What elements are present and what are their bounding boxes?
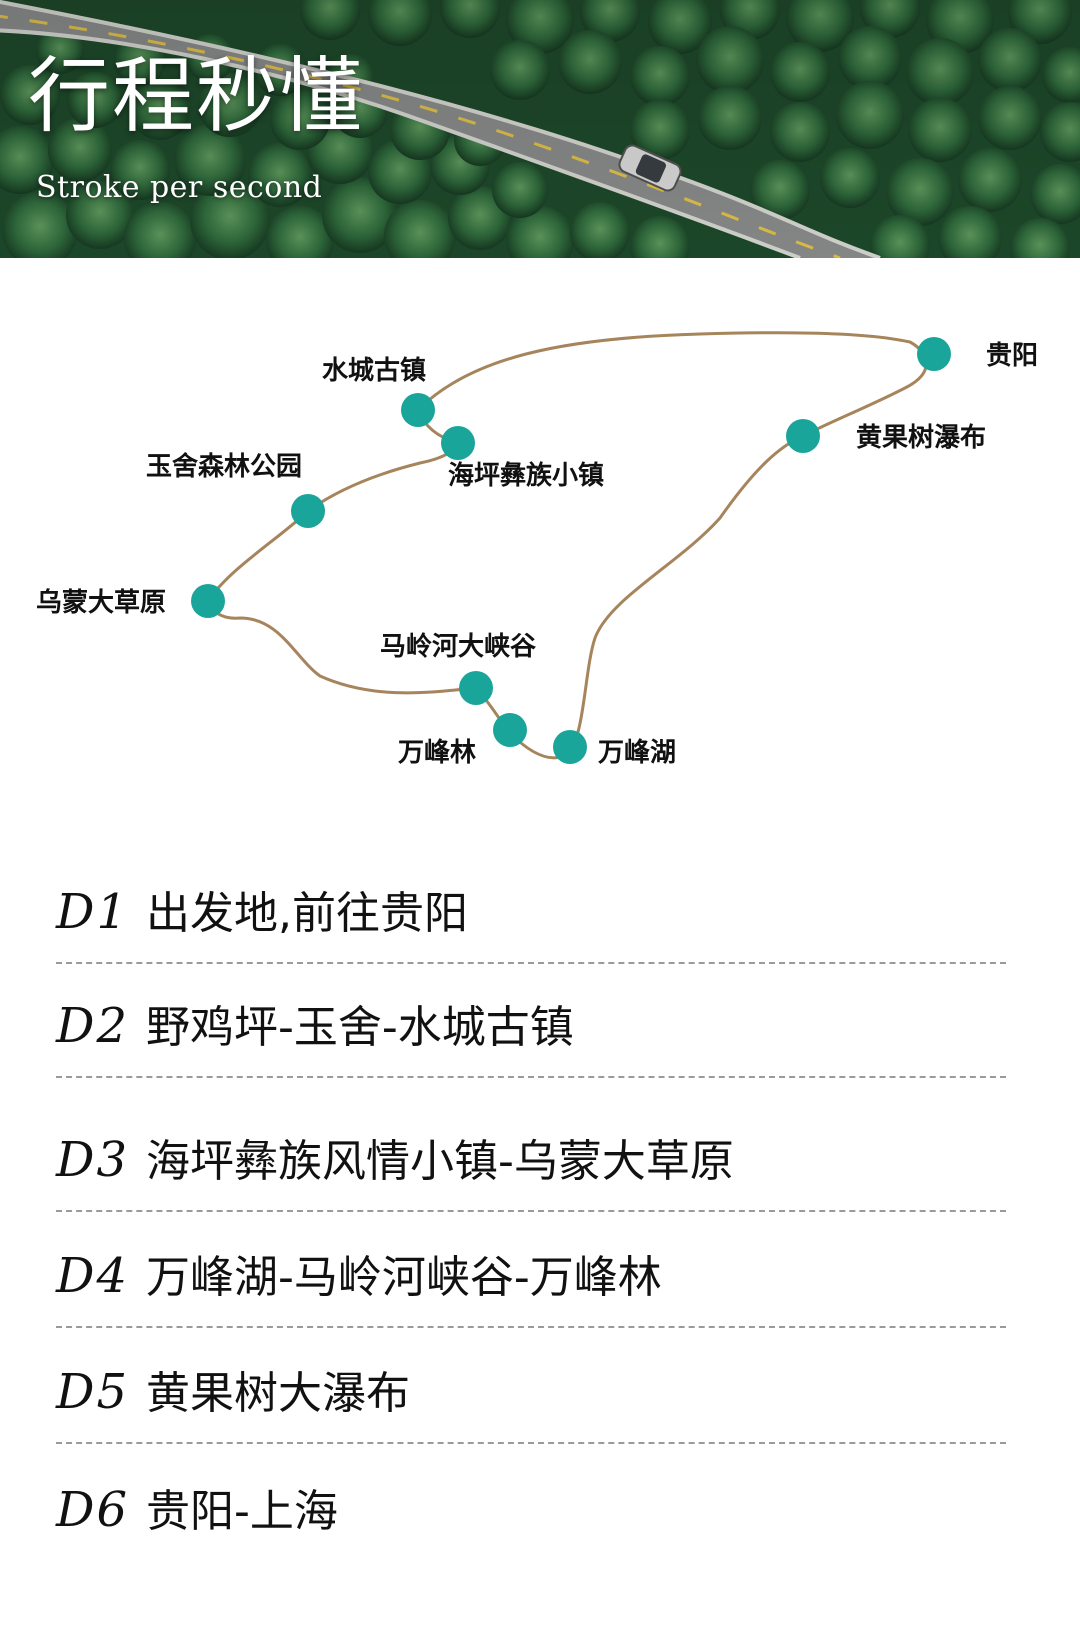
day-plan: 海坪彝族风情小镇-乌蒙大草原 — [146, 1136, 734, 1187]
dashed-divider — [56, 1076, 1006, 1078]
day-code: D4 — [56, 1248, 130, 1304]
stop-marker-haiping — [441, 426, 475, 460]
dashed-divider — [56, 1442, 1006, 1444]
day-plan: 黄果树大瀑布 — [146, 1368, 410, 1419]
itinerary-day-1: D1 出发地,前往贵阳 — [56, 870, 1006, 964]
route-map: 贵阳 水城古镇 海坪彝族小镇 黄果树瀑布 玉舍森林公园 乌蒙大草原 马岭河大峡谷… — [0, 258, 1080, 838]
day-plan: 贵阳-上海 — [146, 1486, 338, 1537]
stop-label-yushe: 玉舍森林公园 — [146, 452, 303, 482]
stop-label-wanfenglin: 万峰林 — [398, 738, 477, 768]
route-map-canvas — [191, 331, 951, 764]
dashed-divider — [56, 962, 1006, 964]
stop-marker-wanfenghu — [553, 730, 587, 764]
stop-label-malinghe: 马岭河大峡谷 — [380, 632, 537, 662]
stop-marker-huangguoshu — [786, 419, 820, 453]
day-plan: 野鸡坪-玉舍-水城古镇 — [146, 1002, 574, 1053]
stop-label-wanfenghu: 万峰湖 — [598, 738, 677, 768]
day-plan: 出发地,前往贵阳 — [146, 888, 468, 939]
stop-label-huangguoshu: 黄果树瀑布 — [856, 423, 987, 453]
route-path — [206, 331, 928, 760]
day-code: D5 — [56, 1364, 130, 1420]
itinerary-day-3: D3 海坪彝族风情小镇-乌蒙大草原 — [56, 1118, 1006, 1212]
stop-marker-yushe — [291, 494, 325, 528]
page-subtitle: Stroke per second — [36, 170, 323, 205]
dashed-divider — [56, 1326, 1006, 1328]
day-code: D2 — [56, 998, 130, 1054]
stop-label-guiyang: 贵阳 — [986, 341, 1039, 371]
itinerary-day-2: D2 野鸡坪-玉舍-水城古镇 — [56, 984, 1006, 1078]
day-code: D3 — [56, 1132, 130, 1188]
page-title: 行程秒懂 — [28, 49, 365, 144]
itinerary-day-4: D4 万峰湖-马岭河峡谷-万峰林 — [56, 1234, 1006, 1328]
itinerary-day-6: D6 贵阳-上海 — [56, 1468, 1006, 1548]
day-code: D1 — [56, 884, 130, 940]
stop-label-haiping: 海坪彝族小镇 — [448, 461, 605, 491]
stop-marker-wanfenglin — [493, 713, 527, 747]
header-banner: 行程秒懂 Stroke per second — [0, 0, 1080, 258]
stop-marker-malinghe — [459, 671, 493, 705]
forest-road-image — [0, 0, 1080, 258]
stop-label-shuicheng: 水城古镇 — [322, 356, 427, 386]
itinerary-day-5: D5 黄果树大瀑布 — [56, 1350, 1006, 1444]
stop-marker-shuicheng — [401, 393, 435, 427]
stop-label-wumeng: 乌蒙大草原 — [36, 588, 167, 618]
stop-marker-wumeng — [191, 584, 225, 618]
day-plan: 万峰湖-马岭河峡谷-万峰林 — [146, 1252, 662, 1303]
day-code: D6 — [56, 1482, 130, 1538]
stop-marker-guiyang — [917, 337, 951, 371]
dashed-divider — [56, 1210, 1006, 1212]
